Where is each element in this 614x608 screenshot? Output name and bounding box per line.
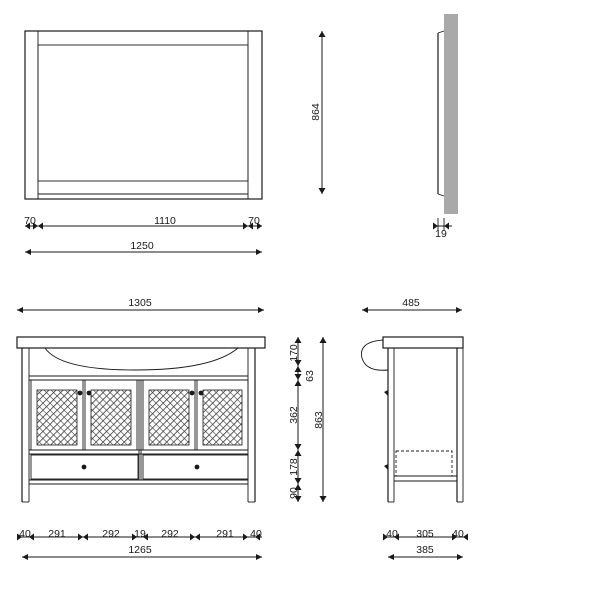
- segment-label: 40: [19, 528, 31, 540]
- side-segment-label: 40: [386, 528, 398, 540]
- height-top-label: 170: [288, 344, 300, 362]
- mirror-height-dimension: 864: [310, 31, 326, 194]
- side-segment-label: 40: [452, 528, 464, 540]
- vanity-side-view: [361, 336, 464, 503]
- mirror-glass-dimension: 1110: [154, 215, 176, 227]
- vanity-side-bottom-dimensions: 40 305 40 385: [383, 528, 468, 560]
- countertop: [16, 336, 266, 349]
- segment-label: 291: [48, 528, 66, 540]
- mirror-glass: [37, 44, 249, 182]
- door-knob: [86, 390, 92, 396]
- segment-label: 291: [216, 528, 234, 540]
- side-knob: [384, 464, 388, 470]
- side-segment-label: 305: [416, 528, 434, 540]
- door-knob: [198, 390, 204, 396]
- vanity-height-dimensions: 170 63 362 178 90 863: [288, 337, 327, 502]
- segment-label: 40: [250, 528, 262, 540]
- mirror-total-width-dimension: 1250: [130, 240, 154, 252]
- height-rail-label: 63: [304, 370, 316, 382]
- segment-label: 292: [161, 528, 179, 540]
- height-doors-label: 362: [288, 406, 300, 424]
- drawer-right: [142, 454, 249, 480]
- mirror-side-view: 19: [433, 14, 458, 240]
- mirror-width-dimensions: 70 1110 70 1250: [24, 215, 262, 255]
- side-drawer-hidden: [395, 450, 453, 477]
- height-drawers-label: 178: [288, 458, 300, 476]
- mirror-height-label: 864: [310, 103, 322, 121]
- side-countertop: [382, 336, 464, 349]
- vanity-bottom-segment-dimensions: 40 291 292 19 292 291 40 1265: [17, 528, 262, 560]
- vanity-base-width-label: 1265: [128, 544, 152, 556]
- side-top-depth-label: 485: [402, 297, 420, 309]
- vanity-top-width-dimension: 1305: [17, 297, 264, 313]
- segment-label: 19: [134, 528, 146, 540]
- wall-section: [444, 14, 458, 214]
- side-basin: [361, 339, 389, 371]
- vanity-side-top-dimension: 485: [362, 297, 462, 313]
- mirror-outer-frame: [24, 30, 263, 200]
- side-base-depth-label: 385: [416, 544, 434, 556]
- door-knob: [189, 390, 195, 396]
- drawer-left: [30, 454, 139, 480]
- side-knob: [384, 390, 388, 396]
- vanity-front-view: [16, 336, 266, 503]
- basin: [44, 347, 239, 371]
- drawer-knob: [194, 464, 200, 470]
- drawer-knob: [81, 464, 87, 470]
- height-plinth-label: 90: [288, 487, 300, 499]
- segment-label: 292: [102, 528, 120, 540]
- mirror-thickness-label: 19: [435, 228, 447, 240]
- door-knob: [77, 390, 83, 396]
- height-total-label: 863: [313, 411, 325, 429]
- vanity-top-width-label: 1305: [128, 297, 152, 309]
- mirror-left-frame-dimension: 70: [24, 215, 36, 227]
- mirror-front-view: [24, 30, 263, 200]
- mirror-right-frame-dimension: 70: [248, 215, 260, 227]
